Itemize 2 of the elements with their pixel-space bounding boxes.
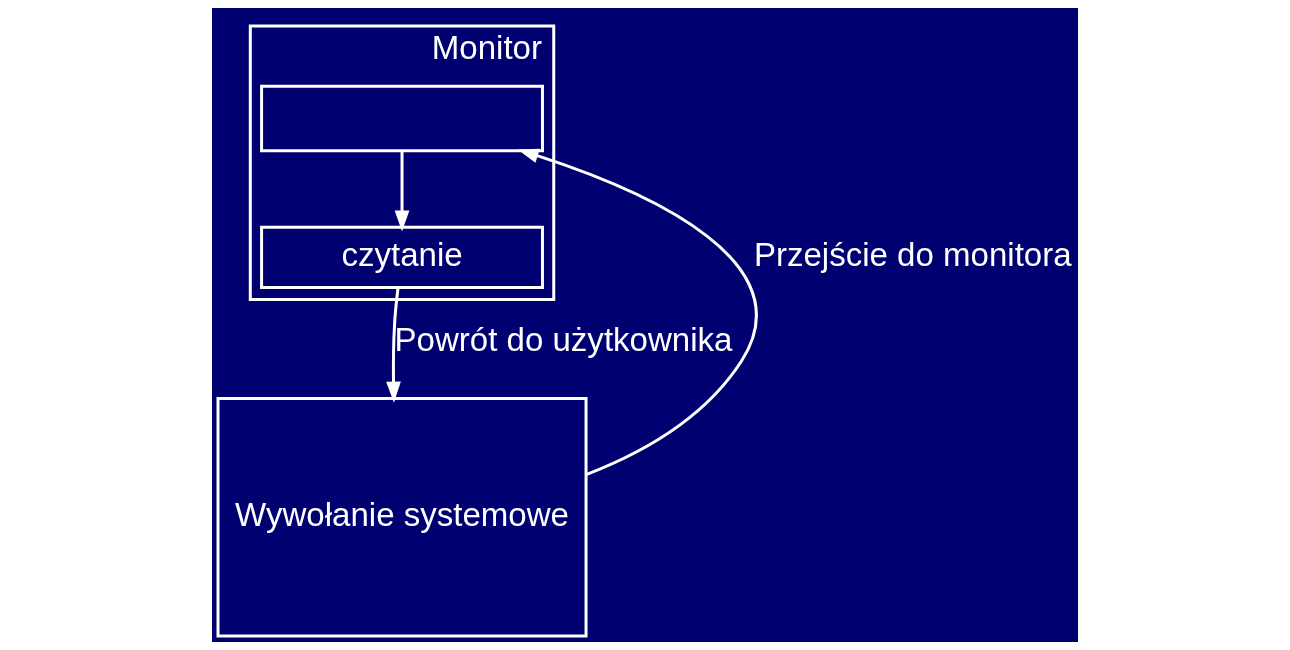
edge-label: Przejście do monitora xyxy=(753,235,1072,273)
edge-label: Powrót do użytkownika xyxy=(394,321,733,359)
